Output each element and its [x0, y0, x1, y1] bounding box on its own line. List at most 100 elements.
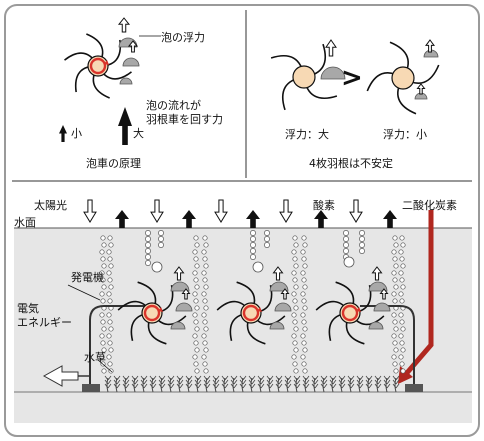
bubble-column-bubble	[203, 368, 209, 374]
rising-bubble	[145, 248, 151, 254]
oxygen-label: 酸素	[313, 199, 335, 212]
waterweed-leaf	[140, 379, 148, 385]
waterweed-leaf	[185, 375, 193, 381]
bubble-column-bubble	[106, 354, 112, 360]
bubble-column-bubble	[301, 319, 307, 325]
waterweed-leaf	[167, 379, 175, 385]
bubble-buoyancy-label: 泡の浮力	[161, 31, 205, 44]
bubble-column-bubble	[202, 256, 208, 262]
oxygen-arrow	[115, 210, 129, 228]
buoyancy-small-label: 浮力：小	[383, 128, 427, 141]
bubble-column-bubble	[391, 333, 397, 339]
generator-wheel-1-generator-ring	[143, 304, 161, 322]
waterweed-leaf	[113, 375, 121, 381]
large-bubble	[151, 261, 163, 273]
bubble-column-bubble	[101, 284, 107, 290]
bubble-column-bubble	[292, 298, 298, 304]
bubble-column-bubble	[391, 249, 397, 255]
waterweed-leaf	[212, 375, 220, 381]
waterweed-leaf	[329, 383, 337, 389]
bubble-column-bubble	[193, 277, 199, 283]
rising-bubble	[145, 260, 151, 266]
wheel-buoyancy-arrow	[181, 288, 191, 300]
bubble-column-bubble	[400, 263, 406, 269]
bubble-column-bubble	[300, 354, 306, 360]
waterweed-leaf	[248, 375, 256, 381]
waterweed-leaf	[221, 375, 229, 381]
bubble-column-bubble	[400, 368, 406, 374]
bubble-column-bubble	[392, 235, 398, 241]
bubble-column-bubble	[398, 312, 404, 318]
bubble-column-bubble	[393, 326, 399, 332]
waterweed-leaf	[122, 375, 130, 381]
left-pump	[82, 384, 100, 392]
rising-bubble	[264, 230, 270, 236]
bubble-column-bubble	[292, 361, 298, 367]
bubble-column-bubble	[194, 305, 200, 311]
waterweed-leaf	[149, 383, 157, 389]
bubble-column-bubble	[202, 340, 208, 346]
waterweed-leaf	[275, 383, 283, 389]
waterweed-leaf	[230, 379, 238, 385]
waterweed-leaf	[140, 383, 148, 389]
waterweed-leaf	[248, 379, 256, 385]
rising-bubble	[250, 230, 256, 236]
bubble-column-bubble	[392, 361, 398, 367]
bubble-column-bubble	[202, 319, 208, 325]
bubble-column-bubble	[392, 277, 398, 283]
electric-output-arrow	[42, 365, 79, 387]
bubble-column-bubble	[302, 305, 308, 311]
waterweed-leaf	[131, 375, 139, 381]
waterweed-leaf	[158, 383, 166, 389]
waterweed-leaf	[356, 383, 364, 389]
waterweed-leaf	[383, 379, 391, 385]
waterweed-leaf	[194, 375, 202, 381]
sunlight-arrow	[279, 199, 293, 223]
bubble-column-bubble	[100, 340, 106, 346]
rising-bubble	[343, 242, 349, 248]
oxygen-arrow	[383, 210, 397, 228]
bubble-column-bubble	[399, 361, 405, 367]
large-force-arrow	[118, 107, 132, 145]
large-bubble	[252, 261, 264, 273]
principle-bubble	[119, 77, 133, 85]
wheel-bubble	[269, 281, 289, 292]
bubble-column-bubble	[108, 347, 114, 353]
bubble-column-bubble	[398, 249, 404, 255]
waterweed-leaf	[347, 379, 355, 385]
bubble-column-bubble	[101, 347, 107, 353]
bubble-column-bubble	[201, 291, 207, 297]
wheel-buoyancy-arrow	[371, 266, 383, 281]
waterweed-leaf	[167, 375, 175, 381]
bubble-column-bubble	[101, 368, 107, 374]
bubble-column-bubble	[194, 326, 200, 332]
waterweed-leaf	[311, 379, 319, 385]
waterweed-leaf	[194, 379, 202, 385]
waterweed-leaf	[374, 383, 382, 389]
large-bubble	[343, 256, 355, 268]
waterweed-leaf	[230, 375, 238, 381]
waterweed-leaf	[113, 383, 121, 389]
waterweed-leaf	[365, 383, 373, 389]
rising-bubble	[158, 230, 164, 236]
waterweed-leaf	[320, 379, 328, 385]
waterweed-leaf	[212, 379, 220, 385]
waterweed-leaf	[257, 379, 265, 385]
bubble-column-bubble	[100, 256, 106, 262]
waterweed-leaf	[392, 379, 400, 385]
bubble-column-bubble	[192, 249, 198, 255]
bubble-column-bubble	[203, 284, 209, 290]
bubble-column-bubble	[108, 242, 114, 248]
bubble-column-bubble	[193, 298, 199, 304]
wheel-buoyancy-arrow	[272, 266, 284, 281]
wheel-bubble	[170, 321, 186, 330]
wheel-bubble	[373, 302, 391, 312]
flow-label-line1: 泡の流れが	[146, 99, 201, 112]
bubble-column-bubble	[399, 256, 405, 262]
bubble-column-bubble	[392, 340, 398, 346]
bubble-column-bubble	[291, 312, 297, 318]
bubble-column-bubble	[293, 284, 299, 290]
waterweed-leaf	[266, 375, 274, 381]
generator-wheel-2-generator-ring	[242, 304, 260, 322]
